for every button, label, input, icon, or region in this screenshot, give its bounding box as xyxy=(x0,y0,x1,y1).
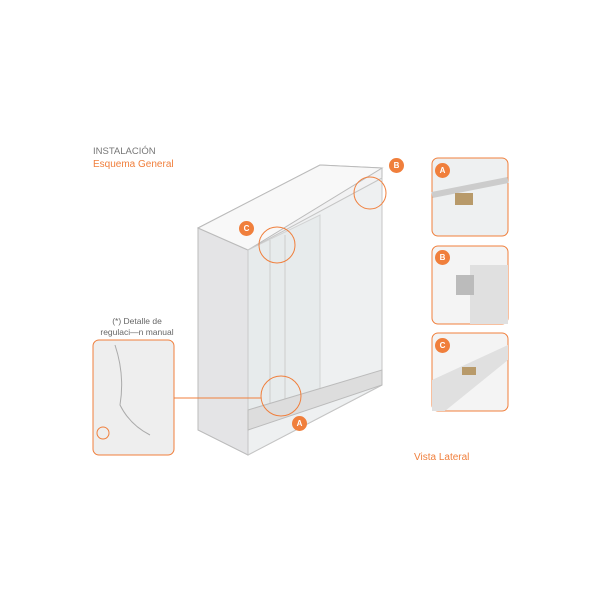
box-marker-c: C xyxy=(435,338,450,353)
marker-b: B xyxy=(389,158,404,173)
box-marker-b: B xyxy=(435,250,450,265)
detail-a-circle xyxy=(260,375,302,417)
box-marker-a: A xyxy=(435,163,450,178)
detail-c-circle xyxy=(258,226,296,264)
rotate-icon xyxy=(96,426,110,440)
manual-detail-box xyxy=(92,339,175,456)
subtitle: Esquema General xyxy=(93,159,174,170)
detail-b-circle xyxy=(353,176,387,210)
marker-c: C xyxy=(239,221,254,236)
manual-adjust-note: (*) Detalle de regulaci—n manual xyxy=(100,316,174,337)
marker-a: A xyxy=(292,416,307,431)
title: INSTALACIÓN xyxy=(93,146,156,157)
side-view-label: Vista Lateral xyxy=(414,452,470,463)
